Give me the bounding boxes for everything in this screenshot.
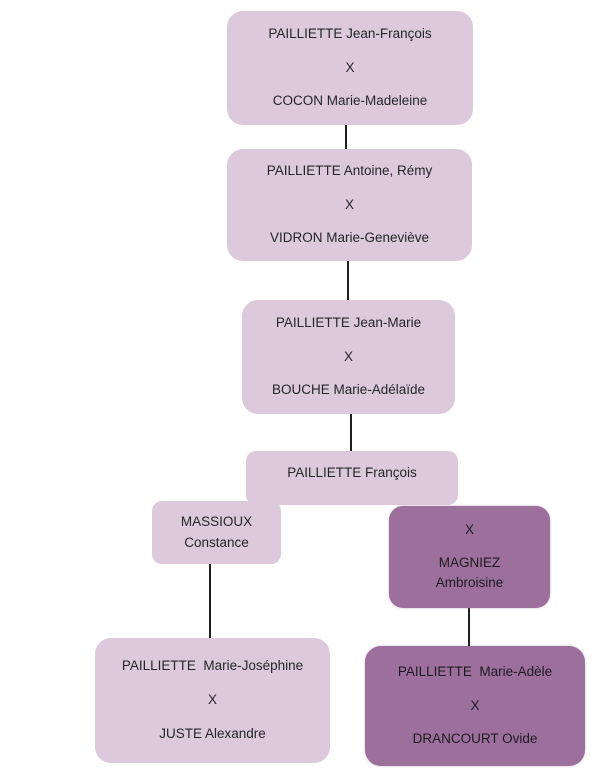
spouse-surname: MASSIOUX xyxy=(180,513,253,529)
wife-name: VIDRON Marie-Geneviève xyxy=(269,230,430,246)
husband-name: PAILLIETTE Jean-Marie xyxy=(275,314,422,330)
marriage-marker: X xyxy=(344,196,354,212)
wife-name: PAILLIETTE Marie-Joséphine xyxy=(121,658,304,674)
node-gen3-couple: PAILLIETTE Jean-Marie X BOUCHE Marie-Adé… xyxy=(242,300,455,414)
node-gen5-couple-1: PAILLIETTE Marie-Joséphine X JUSTE Alexa… xyxy=(95,638,330,763)
node-gen4-spouse-1: MASSIOUX Constance xyxy=(152,501,281,564)
wife-name: COCON Marie-Madeleine xyxy=(272,93,428,109)
connector-gen3-gen4 xyxy=(350,413,352,452)
husband-name: JUSTE Alexandre xyxy=(159,725,266,741)
husband-name: DRANCOURT Ovide xyxy=(412,731,538,747)
node-gen2-couple: PAILLIETTE Antoine, Rémy X VIDRON Marie-… xyxy=(227,149,472,261)
spouse-surname: MAGNIEZ xyxy=(438,554,501,570)
marriage-marker: X xyxy=(207,692,217,708)
connector-massioux-child xyxy=(209,563,211,639)
connector-magniez-child xyxy=(468,607,470,647)
marriage-marker: X xyxy=(343,348,353,364)
wife-name: BOUCHE Marie-Adélaïde xyxy=(271,382,426,398)
husband-name: PAILLIETTE Antoine, Rémy xyxy=(266,162,433,178)
connector-gen1-gen2 xyxy=(345,124,347,150)
connector-gen2-gen3 xyxy=(347,260,349,301)
spouse-given-name: Constance xyxy=(184,534,249,550)
wife-name: PAILLIETTE Marie-Adèle xyxy=(397,663,553,679)
husband-name: PAILLIETTE Jean-François xyxy=(268,25,432,41)
marriage-marker: X xyxy=(470,697,480,713)
node-gen4-spouse-2: X MAGNIEZ Ambroisine xyxy=(389,506,550,608)
node-gen5-couple-2: PAILLIETTE Marie-Adèle X DRANCOURT Ovide xyxy=(365,646,585,766)
node-gen4-person: PAILLIETTE François xyxy=(246,451,458,505)
marriage-marker: X xyxy=(345,59,355,75)
node-gen1-couple: PAILLIETTE Jean-François X COCON Marie-M… xyxy=(227,11,473,125)
spouse-given-name: Ambroisine xyxy=(435,575,504,591)
person-name: PAILLIETTE François xyxy=(287,465,417,480)
marriage-marker: X xyxy=(464,521,474,537)
